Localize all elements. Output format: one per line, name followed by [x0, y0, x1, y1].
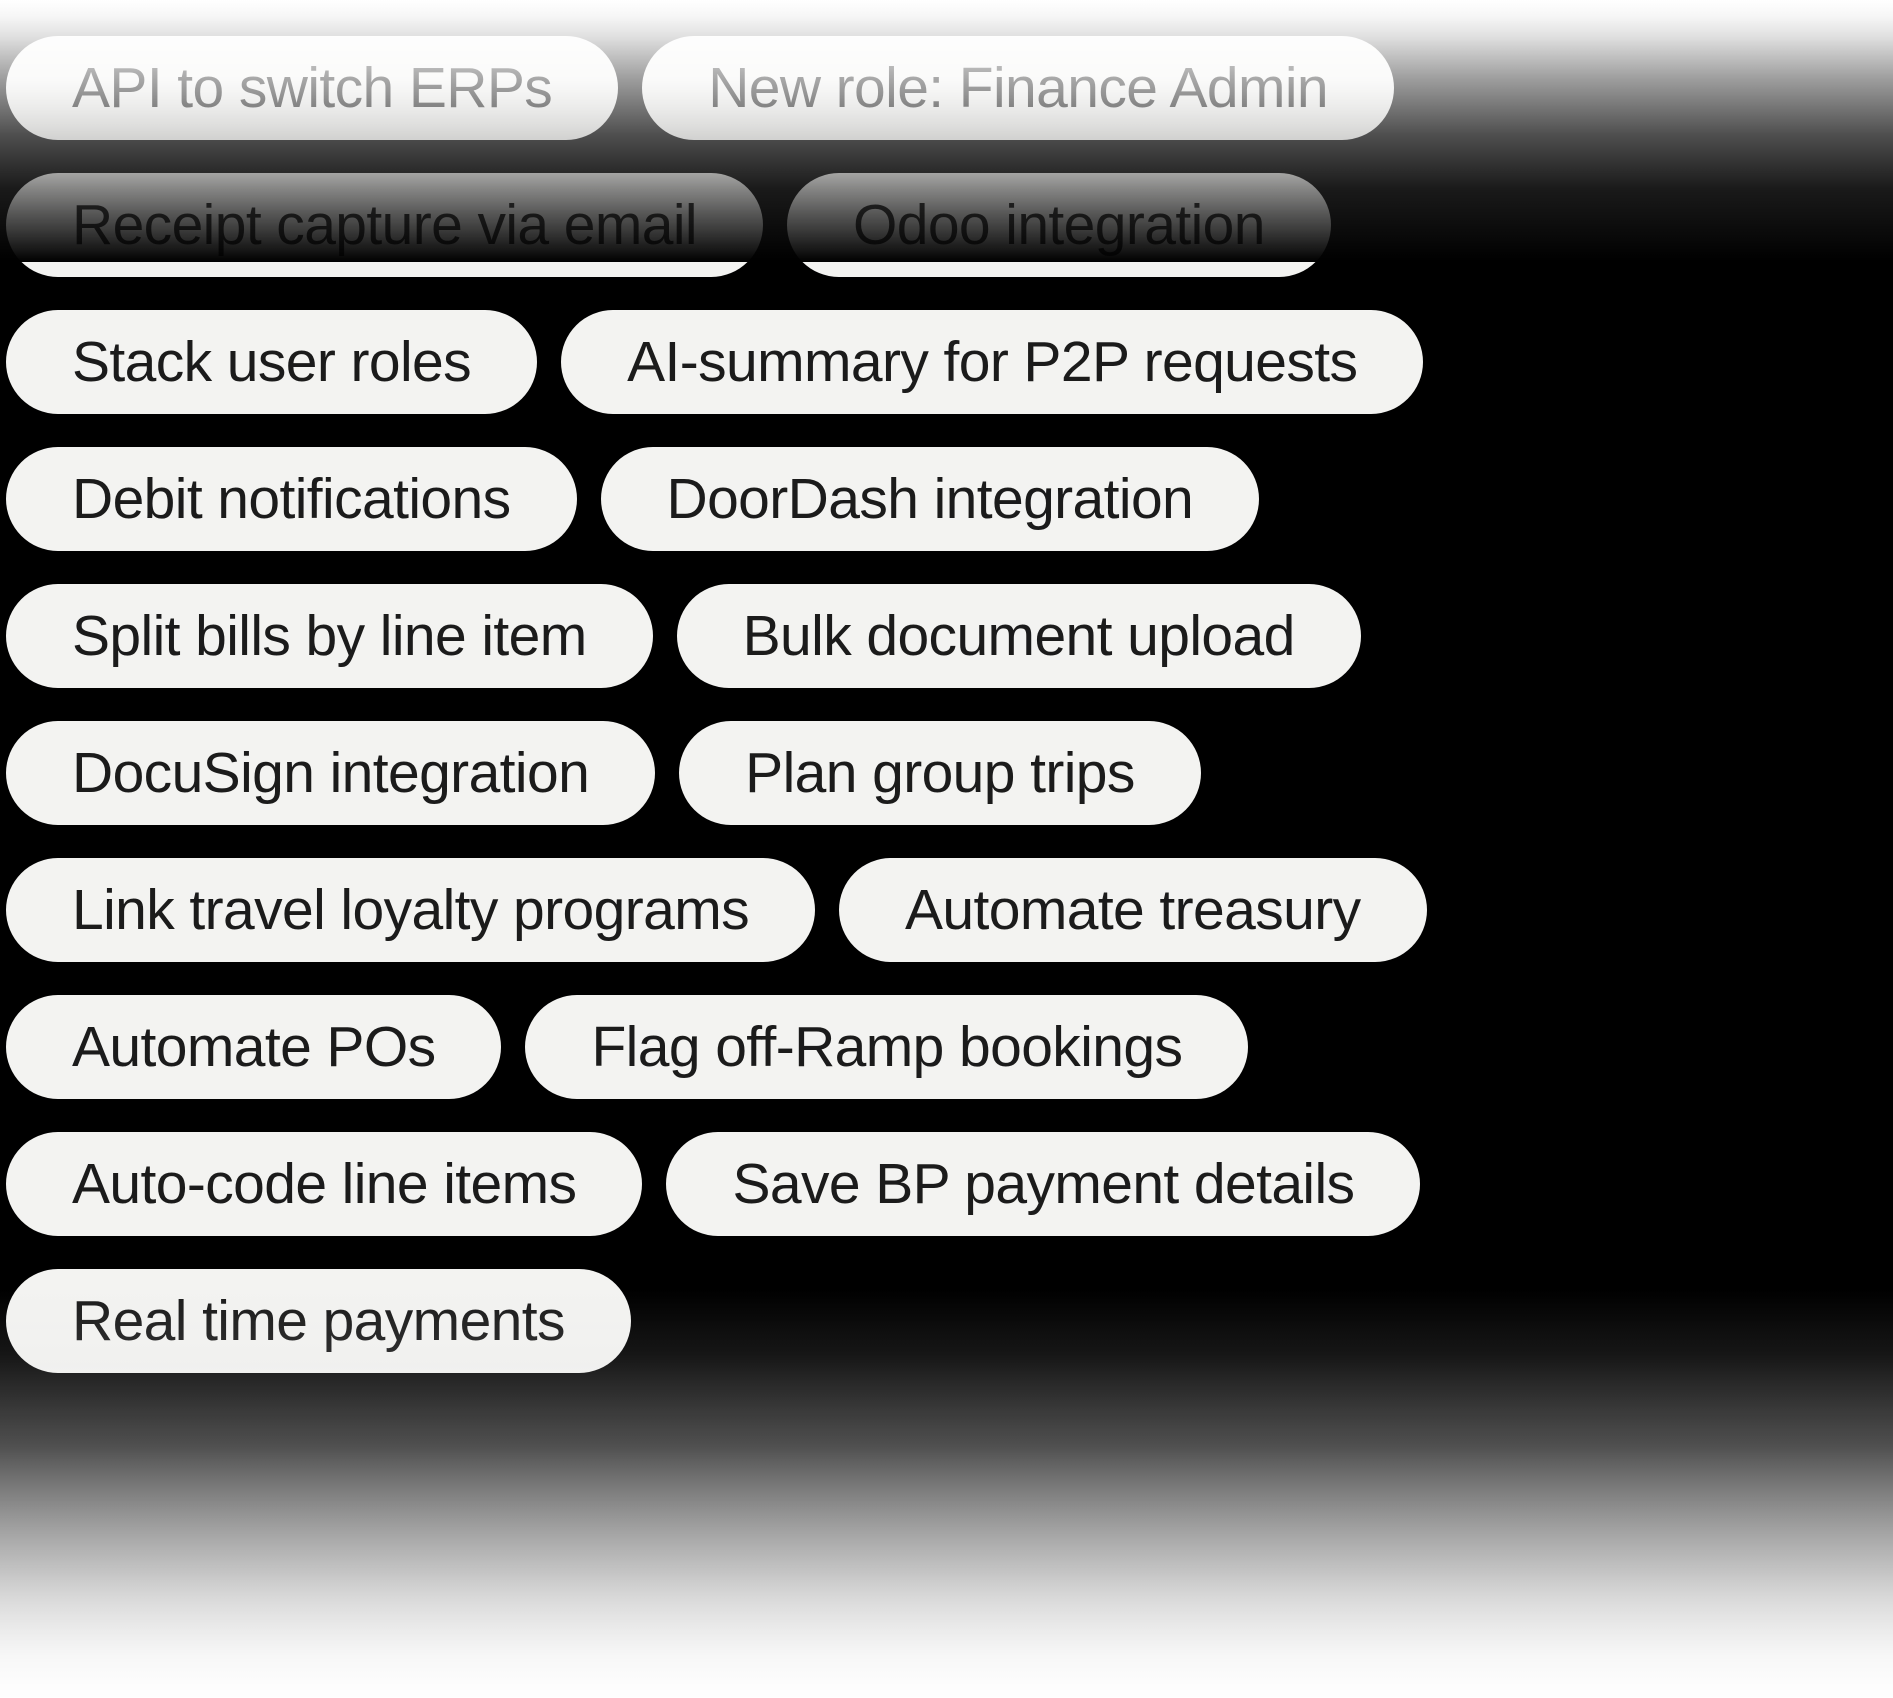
feature-tag-pill[interactable]: Odoo integration: [786, 173, 1331, 277]
feature-tag-pill[interactable]: DocuSign integration: [6, 721, 656, 825]
feature-tag-pill[interactable]: Debit notifications: [6, 447, 577, 551]
feature-tag-pill[interactable]: Bulk document upload: [676, 584, 1361, 688]
feature-tag-pill[interactable]: Auto-code line items: [6, 1132, 643, 1236]
feature-tag-pill[interactable]: Plan group trips: [679, 721, 1201, 825]
feature-tag-pill[interactable]: Real time payments: [6, 1269, 631, 1373]
feature-tag-pill[interactable]: Automate treasury: [838, 858, 1427, 962]
feature-tag-pill[interactable]: Split bills by line item: [6, 584, 653, 688]
feature-tag-pill[interactable]: Automate POs: [6, 995, 502, 1099]
feature-tag-pill[interactable]: Link travel loyalty programs: [6, 858, 815, 962]
feature-tag-pill[interactable]: Stack user roles: [6, 310, 538, 414]
feature-tag-pill[interactable]: API to switch ERPs: [6, 36, 619, 140]
feature-tag-pill[interactable]: Flag off-Ramp bookings: [525, 995, 1249, 1099]
tag-row: Real time payments: [6, 1269, 1893, 1373]
feature-tag-pill[interactable]: Receipt capture via email: [6, 173, 763, 277]
feature-tag-pill[interactable]: Save BP payment details: [666, 1132, 1421, 1236]
feature-tag-pill[interactable]: AI-summary for P2P requests: [561, 310, 1424, 414]
feature-tag-pill[interactable]: DoorDash integration: [600, 447, 1260, 551]
feature-tag-pill[interactable]: New role: Finance Admin: [642, 36, 1395, 140]
